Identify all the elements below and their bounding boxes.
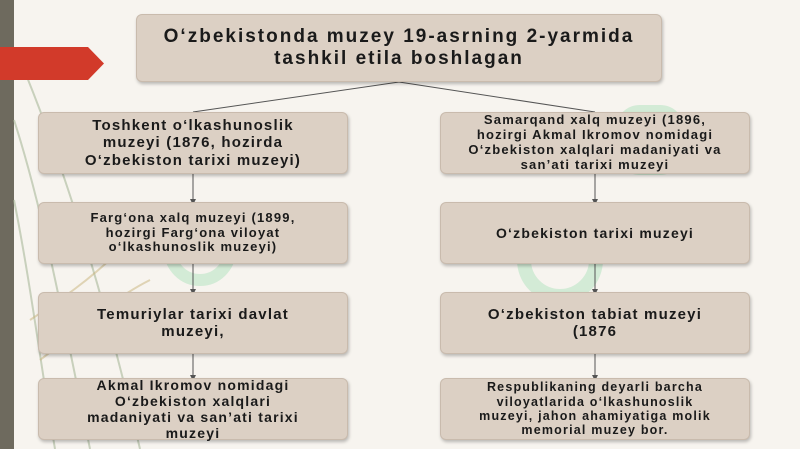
left-box-temurids-museum: Temuriylar tarixi davlat muzeyi, <box>38 292 348 354</box>
right-box-regional-museums: Respublikaning deyarli barcha viloyatlar… <box>440 378 750 440</box>
title-box: O‘zbekistonda muzey 19-asrning 2-yarmida… <box>136 14 662 82</box>
left-box-fergana-museum: Farg‘ona xalq muzeyi (1899, hozirgi Farg… <box>38 202 348 264</box>
left-box-tashkent-museum: Toshkent o‘lkashunoslik muzeyi (1876, ho… <box>38 112 348 174</box>
left-box-ikromov-museum: Akmal Ikromov nomidagi O‘zbekiston xalql… <box>38 377 348 441</box>
right-box-samarkand-museum: Samarqand xalq muzeyi (1896, hozirgi Akm… <box>440 112 750 174</box>
right-box-history-museum: O‘zbekiston tarixi muzeyi <box>440 202 750 264</box>
red-arrow-tab <box>0 47 104 80</box>
left-accent-bar <box>0 0 14 449</box>
right-box-nature-museum: O‘zbekiston tabiat muzeyi (1876 <box>440 292 750 354</box>
